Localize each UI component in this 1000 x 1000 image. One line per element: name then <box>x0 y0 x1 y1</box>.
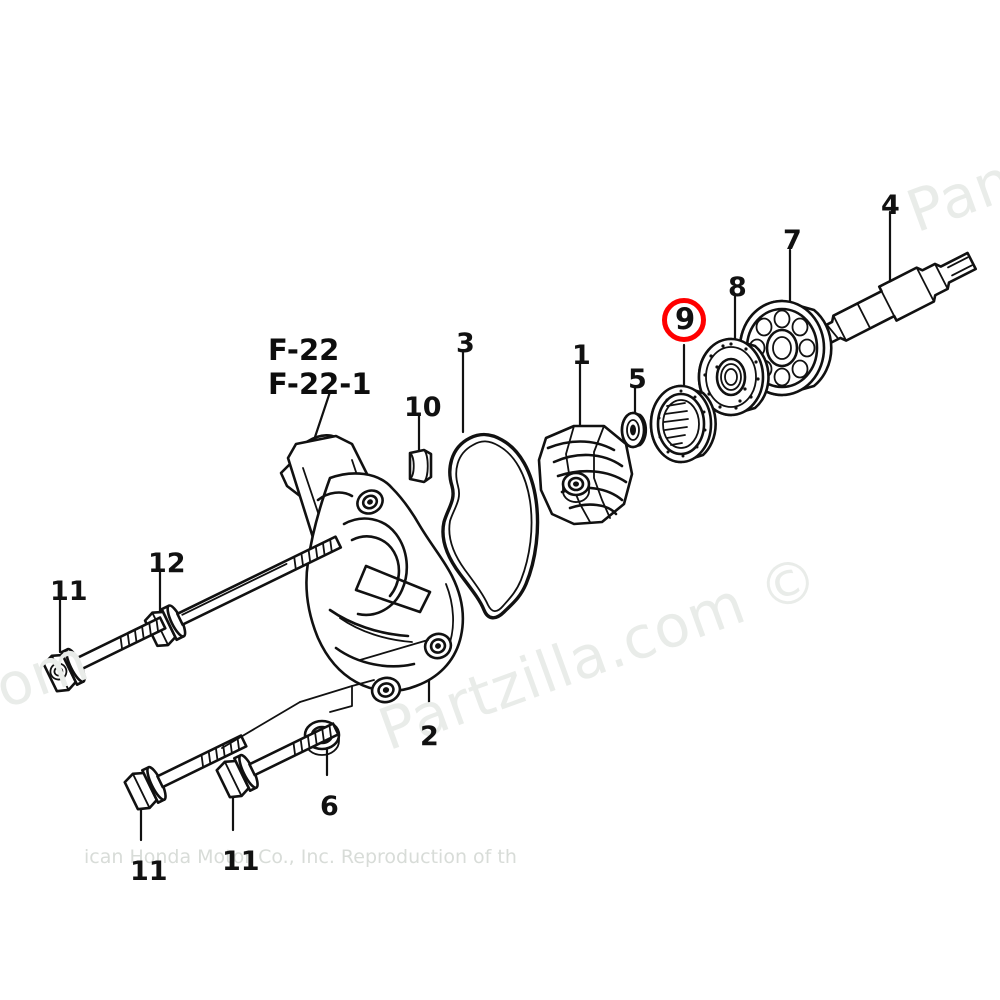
reference-code-f22: F-22 <box>268 333 340 367</box>
callout-11-left: 11 <box>50 576 88 607</box>
callout-3: 3 <box>456 328 475 359</box>
part-washer <box>620 411 648 449</box>
callout-11-bottom-left: 11 <box>130 856 168 887</box>
part-pump-shaft <box>809 251 978 351</box>
highlight-ring-callout-9 <box>662 298 706 342</box>
callout-1: 1 <box>572 340 591 371</box>
part-oil-seal <box>649 384 717 464</box>
callout-8: 8 <box>728 272 747 303</box>
part-flange-bolt-left <box>42 616 167 693</box>
part-water-pump-housing <box>279 433 465 713</box>
callout-6: 6 <box>320 791 339 822</box>
callout-5: 5 <box>628 364 647 395</box>
callout-7: 7 <box>783 225 802 256</box>
part-dowel-pin <box>408 448 433 484</box>
callout-4: 4 <box>881 190 900 221</box>
callout-11-bottom-right: 11 <box>222 846 260 877</box>
part-mechanical-seal <box>697 337 770 417</box>
callout-2: 2 <box>420 721 439 752</box>
part-flange-bolt-bottom-left <box>123 734 248 811</box>
callout-12: 12 <box>148 548 186 579</box>
part-impeller <box>537 424 634 526</box>
part-gasket <box>441 432 540 620</box>
reference-code-f22-1: F-22-1 <box>268 367 372 401</box>
callout-10: 10 <box>404 392 442 423</box>
part-flange-bolt-bottom-right <box>215 722 340 799</box>
